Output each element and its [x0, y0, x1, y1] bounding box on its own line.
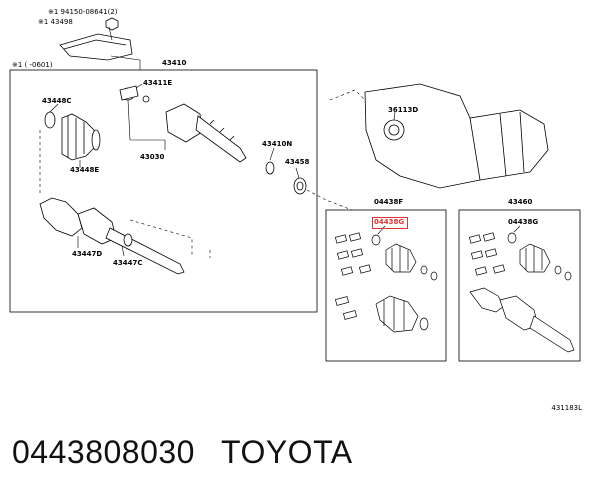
- kit-04438f-contents: [334, 232, 438, 333]
- callout-04438f: 04438F: [374, 198, 404, 206]
- kit-frame-04438f: [325, 209, 447, 362]
- callout-43410: 43410: [162, 59, 187, 67]
- callout-36113d: 36113D: [388, 106, 419, 114]
- callout-43447c: 43447C: [113, 259, 143, 267]
- ring-43410n-shape: [265, 161, 275, 175]
- inboard-joint-43030-shape: [165, 103, 247, 163]
- callout-04438g: 04438G: [508, 218, 539, 226]
- transaxle-housing-shape: [364, 83, 549, 189]
- callout-43411e: 43411E: [143, 79, 173, 87]
- dashed-guide-lines: [39, 89, 376, 258]
- highlight-box: [372, 217, 408, 229]
- callout-43458: 43458: [285, 158, 310, 166]
- callout-43460: 43460: [508, 198, 533, 206]
- main-assembly-frame: [9, 69, 318, 313]
- callout-43410n: 43410N: [262, 140, 293, 148]
- callout-04438g-highlighted: 04438G: [374, 218, 405, 226]
- callout-43448c: 43448C: [42, 97, 72, 105]
- kit-43460-contents: [468, 232, 575, 353]
- tripod-43411e-shape: [119, 85, 150, 103]
- boot-43448c-shape: [44, 111, 101, 161]
- kit-frame-43460: [458, 209, 581, 362]
- callout-43448e: 43448E: [70, 166, 100, 174]
- callout-43030: 43030: [140, 153, 165, 161]
- callout-43447d: 43447D: [72, 250, 103, 258]
- note-date-range: ※1 ( -0601): [12, 61, 53, 69]
- diagram-reference-code: 431183L: [551, 404, 582, 412]
- drive-shaft-assembly-shape: [39, 197, 185, 275]
- clip-43498-shape: [59, 17, 133, 61]
- note-part-94150: ※1 94150-08641(2): [48, 8, 118, 16]
- brand-name: TOYOTA: [220, 434, 353, 470]
- seal-43458-shape: [293, 177, 307, 195]
- note-clip-43498: ※1 43498: [38, 18, 73, 26]
- part-number: 0443808030: [12, 434, 195, 470]
- part-caption: 0443808030 TOYOTA: [12, 432, 353, 472]
